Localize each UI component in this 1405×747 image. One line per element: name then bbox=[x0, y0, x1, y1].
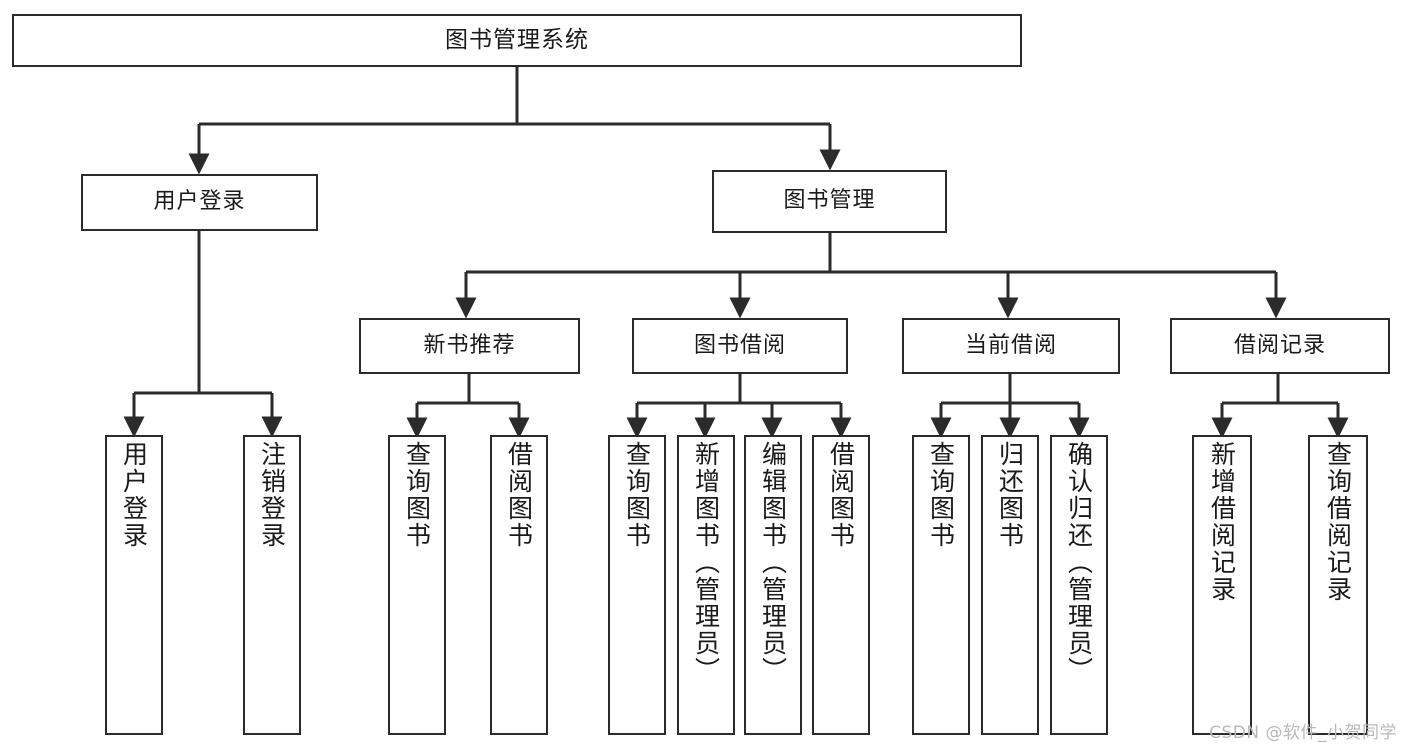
node-current-borrow[interactable]: 当前借阅 bbox=[902, 318, 1120, 374]
node-label: 编辑图书（管理员） bbox=[758, 441, 788, 684]
node-label: 借阅记录 bbox=[1233, 332, 1326, 358]
node-leaf-query-book-borrow[interactable]: 查询图书 bbox=[608, 435, 666, 735]
node-leaf-logout[interactable]: 注销登录 bbox=[243, 435, 301, 735]
node-leaf-query-book-recommend[interactable]: 查询图书 bbox=[388, 435, 446, 735]
node-leaf-borrow-book-recommend[interactable]: 借阅图书 bbox=[490, 435, 548, 735]
node-leaf-confirm-return-admin[interactable]: 确认归还（管理员） bbox=[1050, 435, 1108, 735]
node-root-book-management-system[interactable]: 图书管理系统 bbox=[12, 14, 1022, 67]
node-book-borrow[interactable]: 图书借阅 bbox=[632, 318, 848, 374]
node-label: 用户登录 bbox=[153, 189, 246, 215]
node-label: 借阅图书 bbox=[826, 441, 856, 549]
node-borrow-record[interactable]: 借阅记录 bbox=[1170, 318, 1390, 374]
node-leaf-add-borrow-record[interactable]: 新增借阅记录 bbox=[1192, 435, 1252, 735]
node-user-login[interactable]: 用户登录 bbox=[81, 174, 318, 231]
watermark-text: CSDN @软件_小贺同学 bbox=[1209, 723, 1397, 743]
node-leaf-query-book-current[interactable]: 查询图书 bbox=[912, 435, 970, 735]
node-label: 借阅图书 bbox=[504, 441, 534, 549]
node-label: 查询图书 bbox=[926, 441, 956, 549]
node-leaf-query-borrow-record[interactable]: 查询借阅记录 bbox=[1308, 435, 1368, 735]
node-book-management[interactable]: 图书管理 bbox=[712, 170, 947, 233]
node-label: 查询图书 bbox=[622, 441, 652, 549]
node-leaf-return-book[interactable]: 归还图书 bbox=[981, 435, 1039, 735]
node-label: 归还图书 bbox=[995, 441, 1025, 549]
node-label: 图书借阅 bbox=[693, 332, 786, 358]
node-leaf-add-book-admin[interactable]: 新增图书（管理员） bbox=[677, 435, 735, 735]
node-label: 当前借阅 bbox=[964, 332, 1057, 358]
node-label: 注销登录 bbox=[257, 441, 287, 549]
node-leaf-edit-book-admin[interactable]: 编辑图书（管理员） bbox=[744, 435, 802, 735]
node-leaf-user-login[interactable]: 用户登录 bbox=[105, 435, 163, 735]
node-label: 新增借阅记录 bbox=[1207, 441, 1237, 603]
node-label: 新增图书（管理员） bbox=[691, 441, 721, 684]
node-label: 图书管理 bbox=[783, 188, 876, 214]
node-new-book-recommend[interactable]: 新书推荐 bbox=[359, 318, 580, 374]
node-label: 图书管理系统 bbox=[445, 26, 589, 53]
node-leaf-borrow-book[interactable]: 借阅图书 bbox=[812, 435, 870, 735]
node-label: 确认归还（管理员） bbox=[1064, 441, 1094, 684]
node-label: 查询图书 bbox=[402, 441, 432, 549]
node-label: 用户登录 bbox=[119, 441, 149, 549]
node-label: 新书推荐 bbox=[423, 332, 516, 358]
node-label: 查询借阅记录 bbox=[1323, 441, 1353, 603]
